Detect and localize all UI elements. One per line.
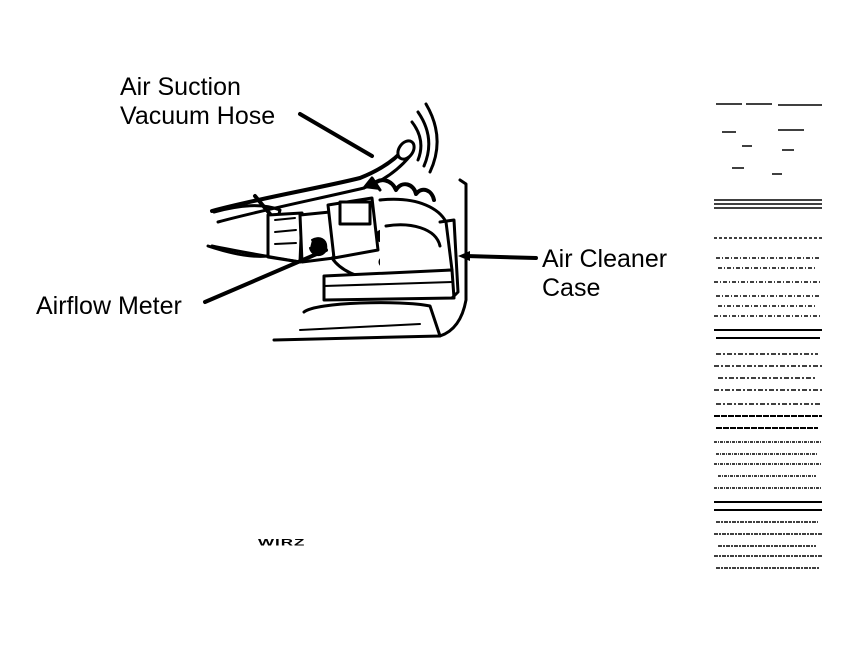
- figure-code: WIRZ: [258, 537, 306, 548]
- vacuum-hose: [210, 146, 407, 213]
- air-suction-vacuum-hose-label: Air Suction Vacuum Hose: [120, 73, 275, 131]
- hose-label-line-1: Air Suction: [120, 73, 241, 101]
- margin-scan-strip: [714, 103, 822, 569]
- leader-cleaner: [464, 254, 538, 260]
- leader-meter: [203, 248, 328, 304]
- cleaner-label-line-2: Case: [542, 274, 601, 302]
- leader-hose: [298, 112, 374, 158]
- air-cleaner-case: [378, 197, 454, 278]
- cleaner-label-line-1: Air Cleaner: [542, 245, 668, 273]
- air-cleaner-case-label: Air Cleaner Case: [542, 245, 667, 303]
- airflow-meter-label: Airflow Meter: [36, 292, 182, 320]
- hose-label-line-2: Vacuum Hose: [120, 102, 276, 130]
